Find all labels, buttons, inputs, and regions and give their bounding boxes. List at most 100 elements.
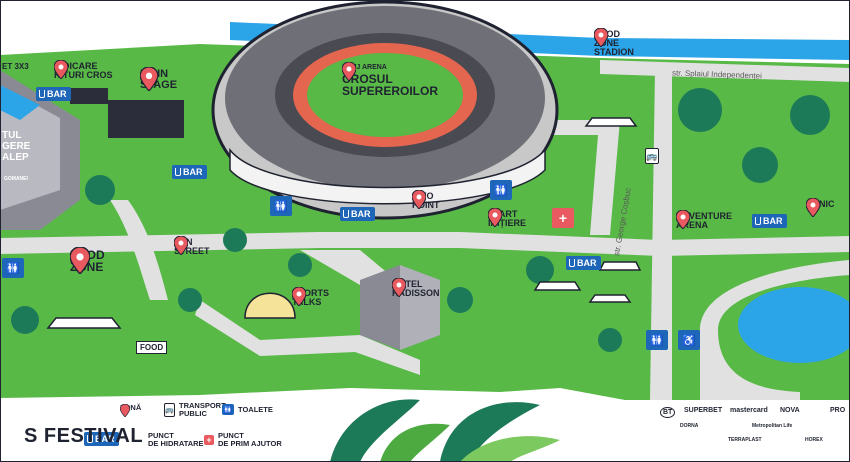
tents: [46, 117, 642, 329]
bar-label: BAR: [95, 434, 115, 444]
sports-talks-label: SPORTS TALKS: [292, 288, 330, 307]
first-aid-icon[interactable]: +: [552, 208, 574, 228]
location-pin-icon: [806, 198, 820, 217]
toilet-icon[interactable]: 🚻: [2, 258, 24, 278]
location-pin-icon: [54, 60, 68, 79]
glass-icon: [343, 210, 349, 218]
main-path: [0, 232, 850, 256]
pin-ridicare-kituri[interactable]: RIDICARE KITURI CROS: [54, 60, 113, 80]
sponsor-terraplast: TERRAPLAST: [728, 437, 762, 443]
bar-label: BAR: [351, 209, 371, 219]
sponsor-nova: NOVA: [780, 407, 800, 414]
hotel-radisson-label: HOTEL RADISSON: [392, 279, 440, 298]
main-stage-structure: [108, 100, 184, 138]
adventure-arena-label: ADVENTURE ARENA: [676, 211, 733, 230]
legend-prim-ajutor-text: PUNCT DE PRIM AJUTOR: [218, 431, 282, 448]
location-pin-icon: [676, 210, 690, 229]
sponsor-superbet: SUPERBET: [684, 407, 723, 414]
start-initiere-label: START INIȚIERE: [488, 209, 527, 228]
legend-prim-ajutor: + PUNCT DE PRIM AJUTOR: [204, 432, 282, 448]
location-pin-icon: [392, 278, 406, 297]
location-pin-icon: [174, 236, 188, 255]
path-right: [520, 120, 620, 235]
path-bottom: [195, 300, 420, 375]
bet3x3-label: ET 3X3: [2, 62, 29, 71]
stadium-small-label: GOMANEI: [4, 176, 28, 182]
bottom-leaves: [330, 399, 540, 462]
location-pin-icon: [140, 67, 158, 91]
sponsor-pro: PRO: [830, 407, 846, 414]
bus-stop-icon: 🚌: [164, 403, 175, 417]
pin-canic[interactable]: CANIC: [806, 198, 835, 217]
stadium-left-label: TUL GERE ALEP: [2, 130, 31, 163]
legend-hidratare: PUNCT DE HIDRATARE: [148, 432, 204, 448]
bar-marker-main[interactable]: BAR: [172, 165, 207, 179]
sponsor-mastercard: mastercard: [730, 407, 768, 414]
legend-transport: 🚌 TRANSPORT PUBLIC: [164, 402, 226, 418]
sponsor-dorna: DORNA: [680, 423, 699, 429]
sponsor-horex: HOREX: [805, 437, 823, 443]
pin-cluj-arena[interactable]: CLUJ ARENA CROSUL SUPEREROILOR: [342, 62, 438, 97]
sports-talks-dome: [244, 292, 296, 319]
accessible-icon[interactable]: ♿: [678, 330, 700, 350]
bar-marker-ridicare[interactable]: BAR: [36, 87, 71, 101]
glass-icon: [39, 90, 45, 98]
road-top: [600, 60, 850, 82]
pin-hotel-radisson[interactable]: HOTEL RADISSON: [392, 278, 440, 298]
food-truck-sign: FOOD: [136, 341, 168, 354]
pin-main-stage[interactable]: MAIN STAGE: [140, 67, 177, 91]
bar-label: BAR: [763, 216, 783, 226]
sponsor-bt: BT: [660, 407, 676, 418]
pin-info-point[interactable]: INFO POINT: [412, 190, 440, 210]
first-aid-icon: +: [204, 435, 214, 445]
location-pin-icon: [70, 247, 90, 274]
legend-zona: ZONĂ: [120, 403, 142, 417]
toilet-icon[interactable]: 🚻: [646, 330, 668, 350]
festival-title: S FESTIVAL: [24, 425, 144, 447]
lake-ring: [700, 260, 850, 400]
path-left-loop: [110, 200, 168, 300]
sala-polivalenta: [0, 70, 80, 230]
bar-marker-cosbuc[interactable]: BAR: [566, 256, 601, 270]
crosul-label: CROSUL SUPEREROILOR: [342, 72, 439, 98]
location-pin-icon: [292, 287, 306, 306]
bar-marker-adventure[interactable]: BAR: [752, 214, 787, 228]
ridicare-kituri-label: RIDICARE KITURI CROS: [54, 61, 113, 80]
trees: [11, 88, 830, 352]
cluj-arena-label: CLUJ ARENA: [342, 64, 387, 71]
toilet-icon[interactable]: 🚻: [490, 180, 512, 200]
location-pin-icon: [412, 190, 426, 209]
legend-toalete-text: TOALETE: [238, 404, 273, 414]
glass-icon: [569, 259, 575, 267]
location-pin-icon: [120, 404, 130, 417]
pin-start-initiere[interactable]: START INIȚIERE: [488, 208, 526, 228]
pin-fun-street[interactable]: FUN STREET: [174, 236, 210, 256]
pin-sports-talks[interactable]: SPORTS TALKS: [292, 287, 329, 307]
pin-food-zone[interactable]: FOOD ZONE: [70, 247, 105, 274]
bar-label: BAR: [577, 258, 597, 268]
toilet-icon: 🚻: [222, 404, 234, 415]
hotel-radisson-building: [360, 265, 440, 350]
glass-icon: [755, 217, 761, 225]
location-pin-icon: [488, 208, 502, 227]
bar-label: BAR: [47, 89, 67, 99]
glass-icon: [87, 435, 93, 443]
glass-icon: [175, 168, 181, 176]
sponsor-metropolitan: Metropolitan Life: [752, 423, 793, 429]
legend-transport-text: TRANSPORT PUBLIC: [179, 401, 226, 418]
legend-toalete: 🚻 TOALETE: [222, 404, 273, 415]
bus-stop-icon[interactable]: 🚌: [645, 148, 659, 164]
bar-marker-food[interactable]: BAR: [84, 432, 119, 446]
legend-zona-text: ZONĂ: [120, 403, 142, 412]
pin-food-zone-stadion[interactable]: FOOD ZONE STADION: [594, 28, 634, 57]
location-pin-icon: [342, 62, 356, 81]
pin-adventure-arena[interactable]: ADVENTURE ARENA: [676, 210, 732, 230]
toilet-icon[interactable]: 🚻: [270, 196, 292, 216]
legend-hidratare-text: PUNCT DE HIDRATARE: [148, 431, 204, 448]
bar-label: BAR: [183, 167, 203, 177]
canic-label: CANIC: [806, 199, 835, 209]
lake: [738, 287, 850, 363]
bar-marker-stadium[interactable]: BAR: [340, 207, 375, 221]
location-pin-icon: [594, 28, 608, 47]
